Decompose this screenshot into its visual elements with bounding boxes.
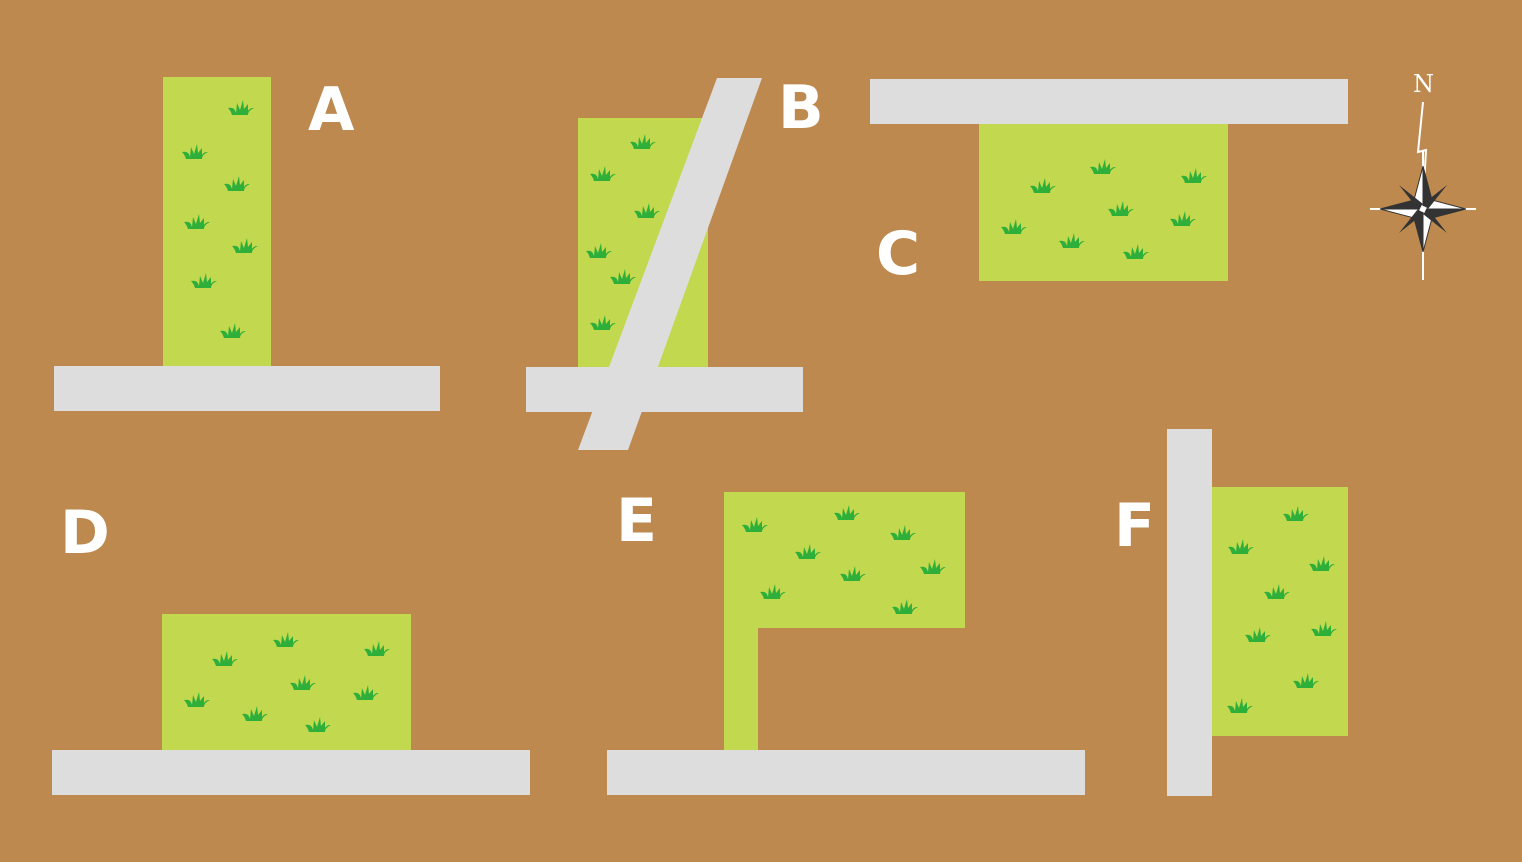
- plot-f-label: F: [1114, 491, 1155, 561]
- plot-a-label: A: [308, 75, 355, 145]
- plot-b: B: [526, 73, 824, 450]
- plot-e-label: E: [616, 486, 657, 556]
- plot-b-road-diagonal: [578, 78, 762, 450]
- plot-b-label: B: [778, 73, 824, 143]
- plot-c: C: [870, 79, 1348, 289]
- plot-a-land: [163, 77, 271, 367]
- plot-d-land: [162, 614, 411, 750]
- plot-e-land: [724, 492, 965, 752]
- plot-c-land: [979, 124, 1228, 281]
- plot-b-road-horizontal: [526, 367, 803, 412]
- plot-f-land: [1212, 487, 1348, 736]
- compass-north-label: N: [1413, 70, 1434, 98]
- plot-f: F: [1114, 429, 1348, 796]
- compass-rose-icon: N: [1370, 70, 1476, 280]
- plot-f-road: [1167, 429, 1212, 796]
- plot-d-label: D: [60, 498, 110, 568]
- compass-star: [1379, 165, 1467, 253]
- plot-a: A: [54, 75, 440, 411]
- plot-e: E: [607, 486, 1085, 795]
- plot-e-road: [607, 750, 1085, 795]
- plot-c-label: C: [876, 219, 920, 289]
- plot-d-road: [52, 750, 530, 795]
- plot-c-road: [870, 79, 1348, 124]
- plot-d: D: [52, 498, 530, 795]
- plot-a-road: [54, 366, 440, 411]
